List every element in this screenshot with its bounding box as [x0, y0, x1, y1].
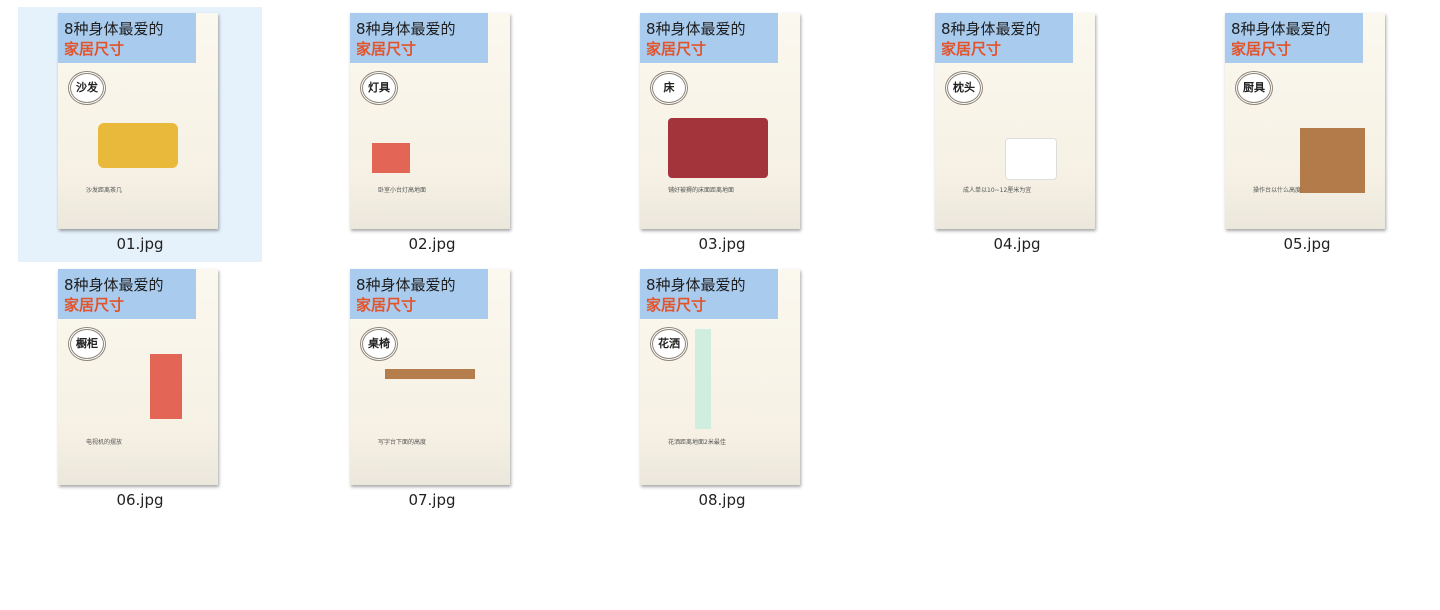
thumbnail-badge: 花洒: [650, 327, 688, 361]
file-name[interactable]: 08.jpg: [698, 491, 746, 509]
thumbnail-title: 8种身体最爱的: [356, 20, 456, 38]
file-name[interactable]: 04.jpg: [993, 235, 1041, 253]
furniture-illustration: [668, 118, 768, 178]
thumbnail-title: 8种身体最爱的: [646, 20, 746, 38]
thumbnail-header: 8种身体最爱的 家居尺寸: [58, 13, 196, 63]
thumbnail-caption: 卧室小台灯高地面: [378, 187, 427, 194]
file-thumbnail[interactable]: 8种身体最爱的 家居尺寸 床 铺好被褥的床面距离地面: [640, 13, 800, 229]
file-item[interactable]: 8种身体最爱的 家居尺寸 沙发 沙发距离茶几 01.jpg: [18, 7, 262, 262]
thumbnail-title: 8种身体最爱的: [64, 276, 164, 294]
furniture-illustration: [372, 143, 410, 173]
thumbnail-subtitle: 家居尺寸: [356, 296, 417, 314]
file-name[interactable]: 03.jpg: [698, 235, 746, 253]
file-thumbnail[interactable]: 8种身体最爱的 家居尺寸 桌椅 写字台下面的高度: [350, 269, 510, 485]
thumbnail-caption: 操作台以什么高度: [1253, 187, 1302, 194]
thumbnail-badge: 枕头: [945, 71, 983, 105]
furniture-illustration: [150, 354, 182, 419]
thumbnail-caption: 电视机的摆放: [86, 439, 123, 446]
file-item[interactable]: 8种身体最爱的 家居尺寸 桌椅 写字台下面的高度 07.jpg: [310, 263, 554, 518]
file-thumbnail[interactable]: 8种身体最爱的 家居尺寸 枕头 成人单以10~12厘米为宜: [935, 13, 1095, 229]
thumbnail-badge: 厨具: [1235, 71, 1273, 105]
thumbnail-subtitle: 家居尺寸: [356, 40, 417, 58]
file-item[interactable]: 8种身体最爱的 家居尺寸 灯具 卧室小台灯高地面 02.jpg: [310, 7, 554, 262]
thumbnail-subtitle: 家居尺寸: [646, 40, 707, 58]
file-item[interactable]: 8种身体最爱的 家居尺寸 厨具 操作台以什么高度 05.jpg: [1185, 7, 1429, 262]
file-item[interactable]: 8种身体最爱的 家居尺寸 枕头 成人单以10~12厘米为宜 04.jpg: [895, 7, 1139, 262]
thumbnail-caption: 写字台下面的高度: [378, 439, 427, 446]
file-thumbnail[interactable]: 8种身体最爱的 家居尺寸 花洒 花洒距离地面2米最佳: [640, 269, 800, 485]
file-item[interactable]: 8种身体最爱的 家居尺寸 花洒 花洒距离地面2米最佳 08.jpg: [600, 263, 844, 518]
furniture-illustration: [385, 369, 475, 379]
thumbnail-subtitle: 家居尺寸: [941, 40, 1002, 58]
thumbnail-badge: 桌椅: [360, 327, 398, 361]
thumbnail-subtitle: 家居尺寸: [1231, 40, 1292, 58]
file-item[interactable]: 8种身体最爱的 家居尺寸 床 铺好被褥的床面距离地面 03.jpg: [600, 7, 844, 262]
thumbnail-badge: 灯具: [360, 71, 398, 105]
thumbnail-title: 8种身体最爱的: [1231, 20, 1331, 38]
file-item[interactable]: 8种身体最爱的 家居尺寸 橱柜 电视机的摆放 06.jpg: [18, 263, 262, 518]
thumbnail-title: 8种身体最爱的: [64, 20, 164, 38]
file-name[interactable]: 05.jpg: [1283, 235, 1331, 253]
furniture-illustration: [1300, 128, 1365, 193]
file-name[interactable]: 07.jpg: [408, 491, 456, 509]
furniture-illustration: [98, 123, 178, 168]
thumbnail-header: 8种身体最爱的 家居尺寸: [350, 13, 488, 63]
thumbnail-header: 8种身体最爱的 家居尺寸: [1225, 13, 1363, 63]
file-name[interactable]: 02.jpg: [408, 235, 456, 253]
thumbnail-header: 8种身体最爱的 家居尺寸: [935, 13, 1073, 63]
thumbnail-header: 8种身体最爱的 家居尺寸: [640, 13, 778, 63]
thumbnail-header: 8种身体最爱的 家居尺寸: [58, 269, 196, 319]
thumbnail-badge: 沙发: [68, 71, 106, 105]
thumbnail-header: 8种身体最爱的 家居尺寸: [640, 269, 778, 319]
thumbnail-caption: 成人单以10~12厘米为宜: [963, 187, 1032, 194]
furniture-illustration: [695, 329, 711, 429]
file-thumbnail[interactable]: 8种身体最爱的 家居尺寸 橱柜 电视机的摆放: [58, 269, 218, 485]
thumbnail-subtitle: 家居尺寸: [64, 40, 125, 58]
thumbnail-title: 8种身体最爱的: [646, 276, 746, 294]
thumbnail-header: 8种身体最爱的 家居尺寸: [350, 269, 488, 319]
thumbnail-caption: 铺好被褥的床面距离地面: [668, 187, 735, 194]
file-name[interactable]: 01.jpg: [116, 235, 164, 253]
furniture-illustration: [1005, 138, 1057, 180]
thumbnail-title: 8种身体最爱的: [356, 276, 456, 294]
thumbnail-subtitle: 家居尺寸: [646, 296, 707, 314]
thumbnail-caption: 花洒距离地面2米最佳: [668, 439, 726, 446]
thumbnail-title: 8种身体最爱的: [941, 20, 1041, 38]
thumbnail-subtitle: 家居尺寸: [64, 296, 125, 314]
file-thumbnail[interactable]: 8种身体最爱的 家居尺寸 沙发 沙发距离茶几: [58, 13, 218, 229]
thumbnail-caption: 沙发距离茶几: [86, 187, 123, 194]
thumbnail-badge: 橱柜: [68, 327, 106, 361]
file-thumbnail[interactable]: 8种身体最爱的 家居尺寸 灯具 卧室小台灯高地面: [350, 13, 510, 229]
file-thumbnail[interactable]: 8种身体最爱的 家居尺寸 厨具 操作台以什么高度: [1225, 13, 1385, 229]
file-name[interactable]: 06.jpg: [116, 491, 164, 509]
thumbnail-badge: 床: [650, 71, 688, 105]
